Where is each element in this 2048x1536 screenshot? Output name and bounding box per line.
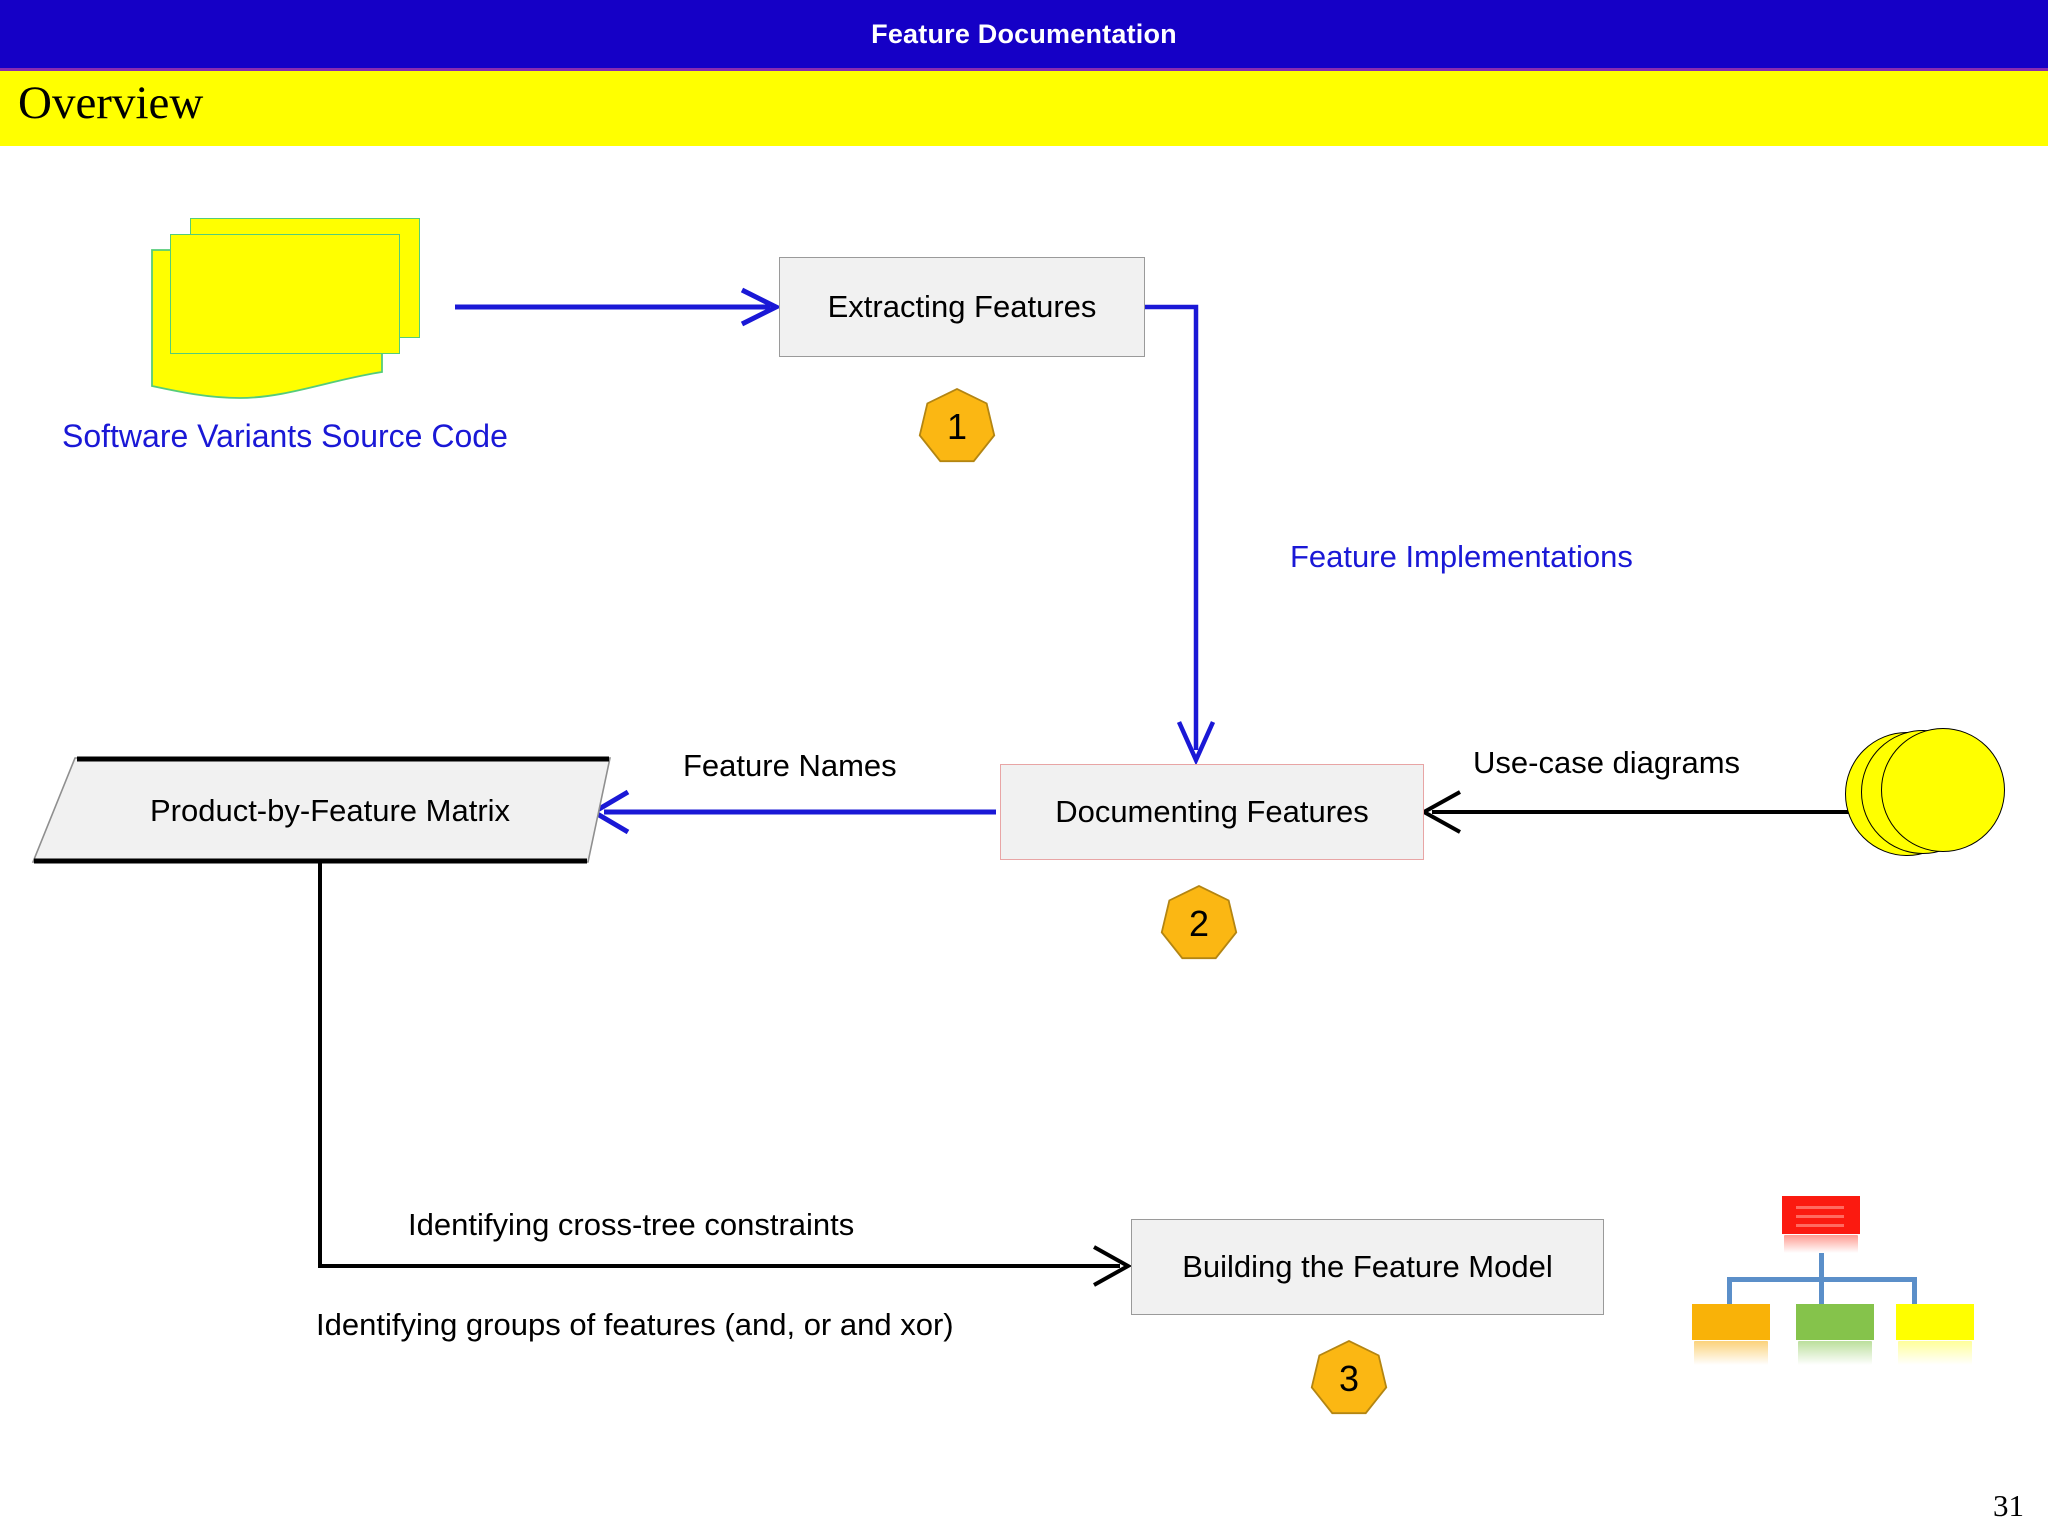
tree-connector-middle [1819, 1277, 1824, 1304]
wire-extracting-to-documenting [1145, 304, 1216, 766]
edge-label-cross-tree-constraints: Identifying cross-tree constraints [408, 1207, 855, 1242]
edge-label-use-case-diagrams: Use-case diagrams [1473, 745, 1741, 780]
title-bar: Feature Documentation [0, 0, 2048, 68]
section-title: Overview [18, 77, 204, 129]
section-bar [0, 71, 2048, 146]
wire-documenting-to-matrix [589, 789, 996, 835]
wire-matrix-to-building [318, 862, 1133, 1287]
edge-label-feature-names: Feature Names [683, 748, 897, 783]
tree-child-node-3 [1896, 1304, 1974, 1340]
header-divider [0, 68, 2048, 71]
process-box-documenting-features[interactable]: Documenting Features [1000, 764, 1424, 860]
wire-usecase-to-documenting [1419, 790, 1852, 834]
tree-connector-left [1727, 1277, 1732, 1304]
process-box-building-feature-model-label: Building the Feature Model [1182, 1249, 1553, 1284]
process-box-documenting-features-label: Documenting Features [1055, 794, 1369, 829]
source-code-label: Software Variants Source Code [62, 418, 508, 454]
product-by-feature-matrix-label: Product-by-Feature Matrix [149, 793, 511, 828]
tree-root-line-1 [1796, 1206, 1844, 1209]
source-code-document-stack [150, 218, 480, 398]
tree-child-2-reflection [1798, 1341, 1872, 1365]
usecase-disk-stack [1845, 728, 2025, 863]
tree-child-1-reflection [1694, 1341, 1768, 1365]
tree-connector-vertical-top [1819, 1253, 1824, 1279]
tree-connector-right [1912, 1277, 1917, 1304]
usecase-disk-front [1881, 728, 2005, 852]
tree-child-node-1 [1692, 1304, 1770, 1340]
process-box-extracting-features-label: Extracting Features [827, 289, 1097, 324]
tree-child-3-reflection [1898, 1341, 1972, 1365]
process-box-extracting-features[interactable]: Extracting Features [779, 257, 1145, 357]
process-box-building-feature-model[interactable]: Building the Feature Model [1131, 1219, 1604, 1315]
tree-root-reflection [1784, 1235, 1858, 1253]
tree-root-line-3 [1796, 1224, 1844, 1227]
page-number: 31 [1993, 1488, 2024, 1523]
edge-label-feature-groups: Identifying groups of features (and, or … [316, 1307, 954, 1342]
feature-model-tree-thumbnail [1672, 1196, 1974, 1386]
product-by-feature-matrix-shape [31, 756, 611, 864]
source-code-page-middle [170, 234, 400, 354]
tree-child-node-2 [1796, 1304, 1874, 1340]
presentation-title: Feature Documentation [871, 18, 1177, 49]
wire-sourcecode-to-extracting [455, 287, 782, 327]
edge-label-feature-implementations: Feature Implementations [1290, 539, 1633, 574]
tree-root-line-2 [1796, 1215, 1844, 1218]
